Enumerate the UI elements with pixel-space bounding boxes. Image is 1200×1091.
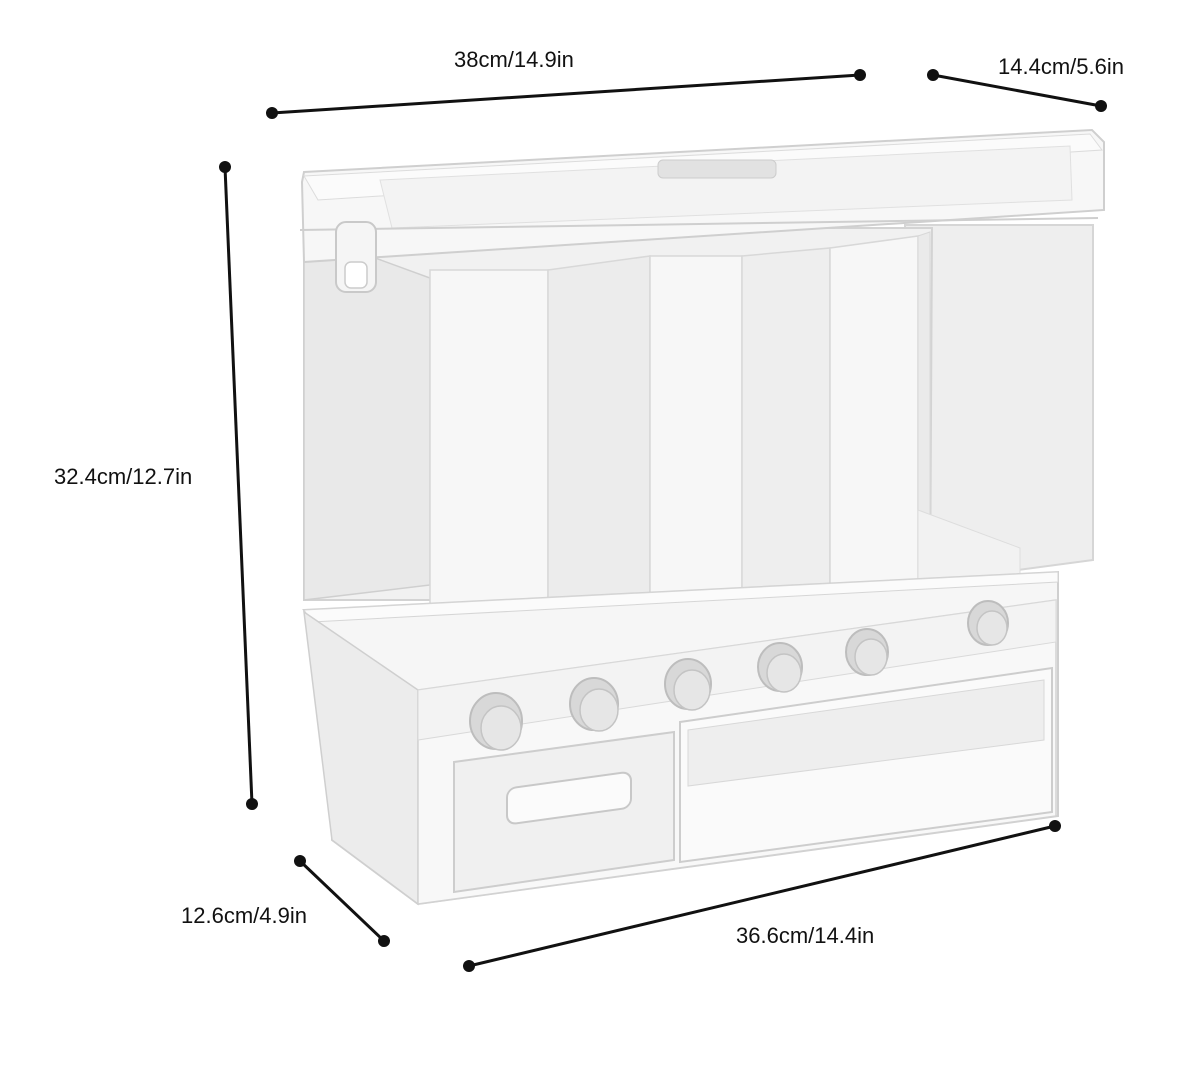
knob bbox=[469, 692, 523, 751]
cereal-dispenser-image bbox=[299, 128, 1105, 906]
top-depth-label: 14.4cm/5.6in bbox=[998, 54, 1124, 79]
lid bbox=[299, 128, 1105, 264]
base-housing bbox=[302, 570, 1059, 906]
knob bbox=[569, 677, 619, 732]
dimension-height: 32.4cm/12.7in bbox=[54, 161, 258, 810]
dimension-bottom-width: 36.6cm/14.4in bbox=[463, 820, 1061, 972]
knob bbox=[757, 642, 803, 693]
knob bbox=[967, 600, 1009, 646]
compartment-dividers bbox=[429, 231, 1021, 649]
dimension-bottom-depth: 12.6cm/4.9in bbox=[181, 855, 390, 947]
knob bbox=[664, 658, 712, 711]
dimension-top-depth: 14.4cm/5.6in bbox=[927, 54, 1124, 112]
dispensing-knobs bbox=[469, 600, 1009, 751]
lid-handle-slot bbox=[657, 159, 777, 179]
height-label: 32.4cm/12.7in bbox=[54, 464, 192, 489]
top-width-label: 38cm/14.9in bbox=[454, 47, 574, 72]
bottom-width-label: 36.6cm/14.4in bbox=[736, 923, 874, 948]
dimension-top-width: 38cm/14.9in bbox=[266, 47, 866, 119]
knob bbox=[845, 628, 889, 676]
bottom-depth-label: 12.6cm/4.9in bbox=[181, 903, 307, 928]
lid-clip bbox=[335, 221, 377, 293]
drawer-handle bbox=[506, 771, 632, 825]
